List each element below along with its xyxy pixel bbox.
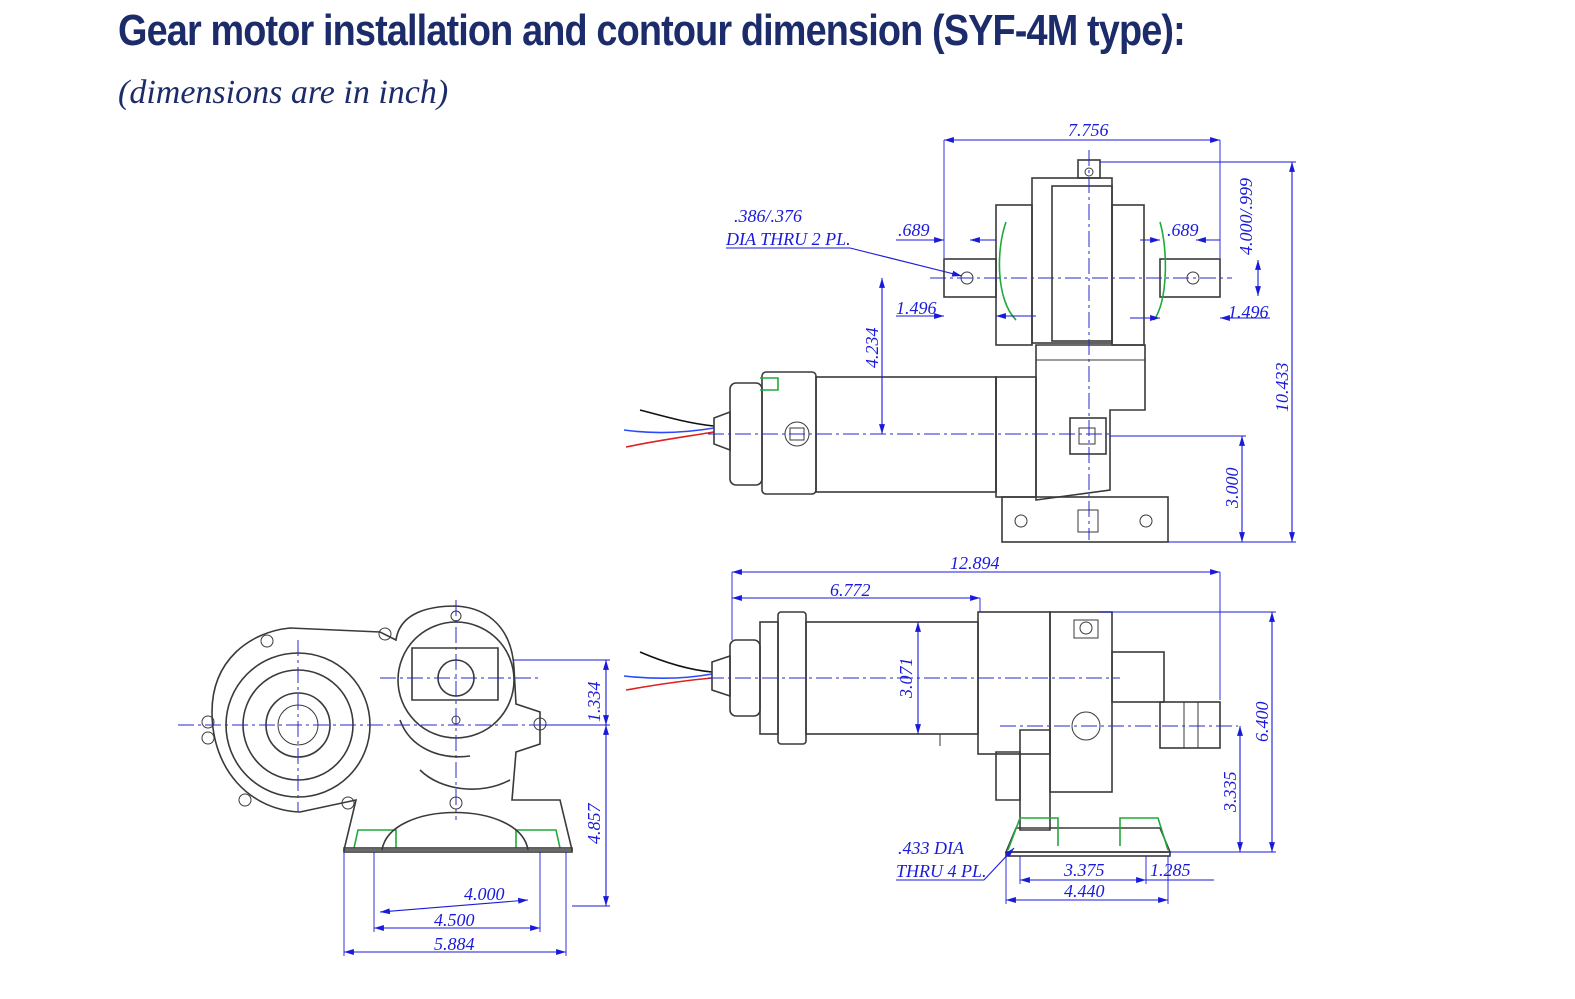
hole-note-top-line1: .386/.376 [734, 206, 802, 226]
dim-3071-label: 3.071 [896, 658, 916, 700]
dim-1496-right-label: 1.496 [1228, 302, 1269, 322]
dim-1334-label: 1.334 [584, 682, 604, 723]
dim-689-left-label: .689 [898, 220, 930, 240]
top-view: 7.756 .689 .689 .386/.376 DIA THRU 2 PL.… [623, 120, 1296, 543]
dim-6400-label: 6.400 [1252, 702, 1272, 743]
dim-4234-label: 4.234 [862, 328, 882, 369]
end-view: 1.334 4.857 4.000 4.500 5.884 [178, 600, 610, 956]
dim-3000-label: 3.000 [1222, 468, 1242, 510]
dim-4440-label: 4.440 [1064, 881, 1105, 901]
side-view: 12.894 6.772 3.071 6.400 3.335 .433 DIA … [623, 553, 1276, 904]
dim-12894-label: 12.894 [950, 553, 1000, 573]
dim-10433-label: 10.433 [1272, 363, 1292, 413]
dim-7756-label: 7.756 [1068, 120, 1109, 140]
page-subtitle: (dimensions are in inch) [118, 74, 449, 111]
dim-3335-label: 3.335 [1220, 772, 1240, 814]
dim-1285-label: 1.285 [1150, 860, 1191, 880]
dim-shaft-dia-label: 4.000/.999 [1236, 178, 1256, 255]
page-title: Gear motor installation and contour dime… [118, 6, 1186, 55]
dim-6772-label: 6.772 [830, 580, 871, 600]
dim-1496-left-label: 1.496 [896, 298, 937, 318]
hole-note-side-line1: .433 DIA [898, 838, 965, 858]
hole-note-top-line2: DIA THRU 2 PL. [725, 229, 851, 249]
dim-4857-label: 4.857 [584, 803, 604, 845]
hole-note-side-line2: THRU 4 PL. [896, 861, 987, 881]
dim-4000-label: 4.000 [464, 884, 505, 904]
dim-4500-label: 4.500 [434, 910, 475, 930]
dim-689-right-label: .689 [1167, 220, 1199, 240]
dim-5884-label: 5.884 [434, 934, 475, 954]
dim-3375-label: 3.375 [1063, 860, 1105, 880]
